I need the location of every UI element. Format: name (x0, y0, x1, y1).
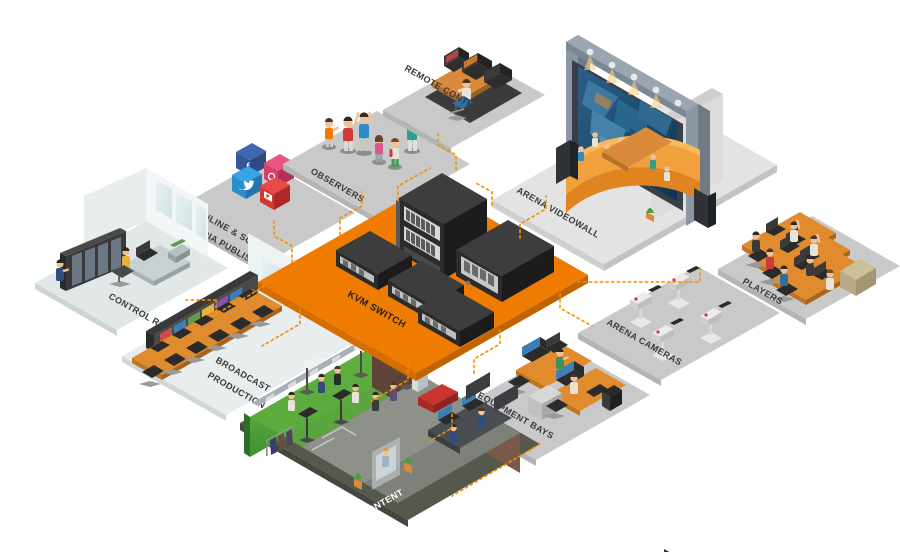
kvm-hardware-group (336, 173, 554, 347)
tile-edge-observers (283, 164, 376, 223)
tile-edge-remote-control (383, 110, 451, 154)
control-room-interior (56, 168, 208, 291)
tile-edge-control-room (35, 283, 117, 336)
connector-kvm-to-equipment-bays (473, 329, 501, 375)
connector-kvm-to-backstage-content (371, 364, 409, 402)
server-unit (456, 220, 554, 302)
tile-edge-players (718, 269, 806, 325)
node-arena-videowall[interactable]: ARENA VIDEOWALL (492, 0, 777, 552)
node-arena-cameras[interactable]: ARENA CAMERAS (578, 266, 780, 386)
connector-kvm-up-riser (397, 167, 431, 201)
connector-lines (185, 130, 701, 497)
connector-kvm-to-broadcast-center (261, 309, 301, 347)
kvm-platform-edge-left (258, 282, 416, 381)
social-icons-cluster: f (232, 143, 294, 210)
node-kvm-switch[interactable]: KVM SWITCH (258, 173, 588, 552)
tile-edge-arena-videowall (492, 200, 604, 271)
node-remote-control[interactable]: REMOTE CONTROL (383, 47, 545, 154)
kvm-platform-edge-right (416, 275, 588, 381)
kvm-blade-1 (336, 231, 412, 290)
camera-tripods-group (630, 266, 732, 361)
connector-kvm-to-online-social (273, 220, 293, 264)
connector-equipment-to-backstage (429, 413, 453, 442)
camera-tripod-3 (652, 318, 684, 361)
node-backstage-content[interactable]: BACKSTAGE CONTENT (240, 307, 540, 549)
videowall-structure (556, 35, 723, 552)
tile-broadcast-production (122, 285, 352, 415)
tile-edge-arena-cameras (578, 333, 661, 386)
camera-tripod-1 (630, 285, 662, 328)
camera-tripod-4 (700, 301, 732, 344)
equipment-bay-workstations (505, 332, 626, 420)
connector-videowall-riser (473, 181, 493, 206)
youtube-icon (260, 177, 290, 210)
connector-kvm-to-control-room (215, 285, 265, 316)
connector-backstage-edge-run (451, 443, 541, 497)
camera-tripod-2 (668, 266, 700, 309)
connector-kvm-to-observers (339, 191, 363, 236)
kvm-blade-3 (418, 288, 494, 347)
connector-kvm-to-arena-videowall (519, 195, 547, 239)
connector-kvm-to-arena-cameras (559, 293, 593, 327)
connector-kvm-to-players (577, 267, 701, 283)
remote-control-desk-scene (425, 47, 522, 123)
twitter-icon (232, 166, 262, 199)
players-desks-scene (742, 212, 876, 305)
connector-kvm-to-remote-control (437, 130, 457, 171)
observer-people-group (322, 111, 420, 170)
backstage-studio-interior (244, 333, 520, 503)
tile-online-social (168, 160, 355, 266)
tile-arena-cameras (578, 266, 780, 380)
node-players[interactable]: PLAYERS (718, 212, 900, 325)
